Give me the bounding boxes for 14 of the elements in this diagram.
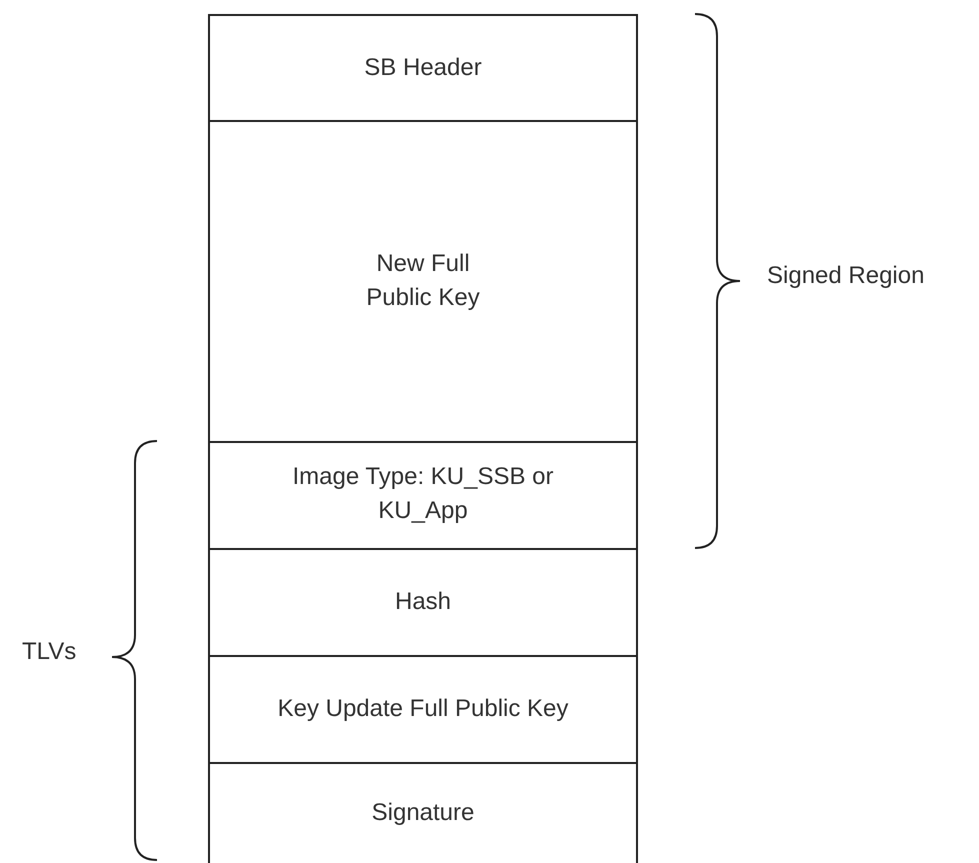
memory-region-box <box>208 655 638 764</box>
bracket-label: TLVs <box>22 638 76 666</box>
memory-region-box <box>208 762 638 863</box>
region-label: New Full Public Key <box>365 248 481 312</box>
memory-region-box <box>208 440 638 550</box>
memory-region-box <box>208 120 638 443</box>
region-label: Key Update Full Public Key <box>278 694 568 724</box>
bracket-label: Signed Region <box>767 262 924 290</box>
region-label: SB Header <box>364 53 482 83</box>
region-label: Image Type: KU_SSB or KU_App <box>291 462 555 526</box>
memory-region-box <box>208 14 638 122</box>
region-label: Signature <box>372 798 474 828</box>
memory-region-box <box>208 548 638 657</box>
region-label: Hash <box>394 586 452 616</box>
